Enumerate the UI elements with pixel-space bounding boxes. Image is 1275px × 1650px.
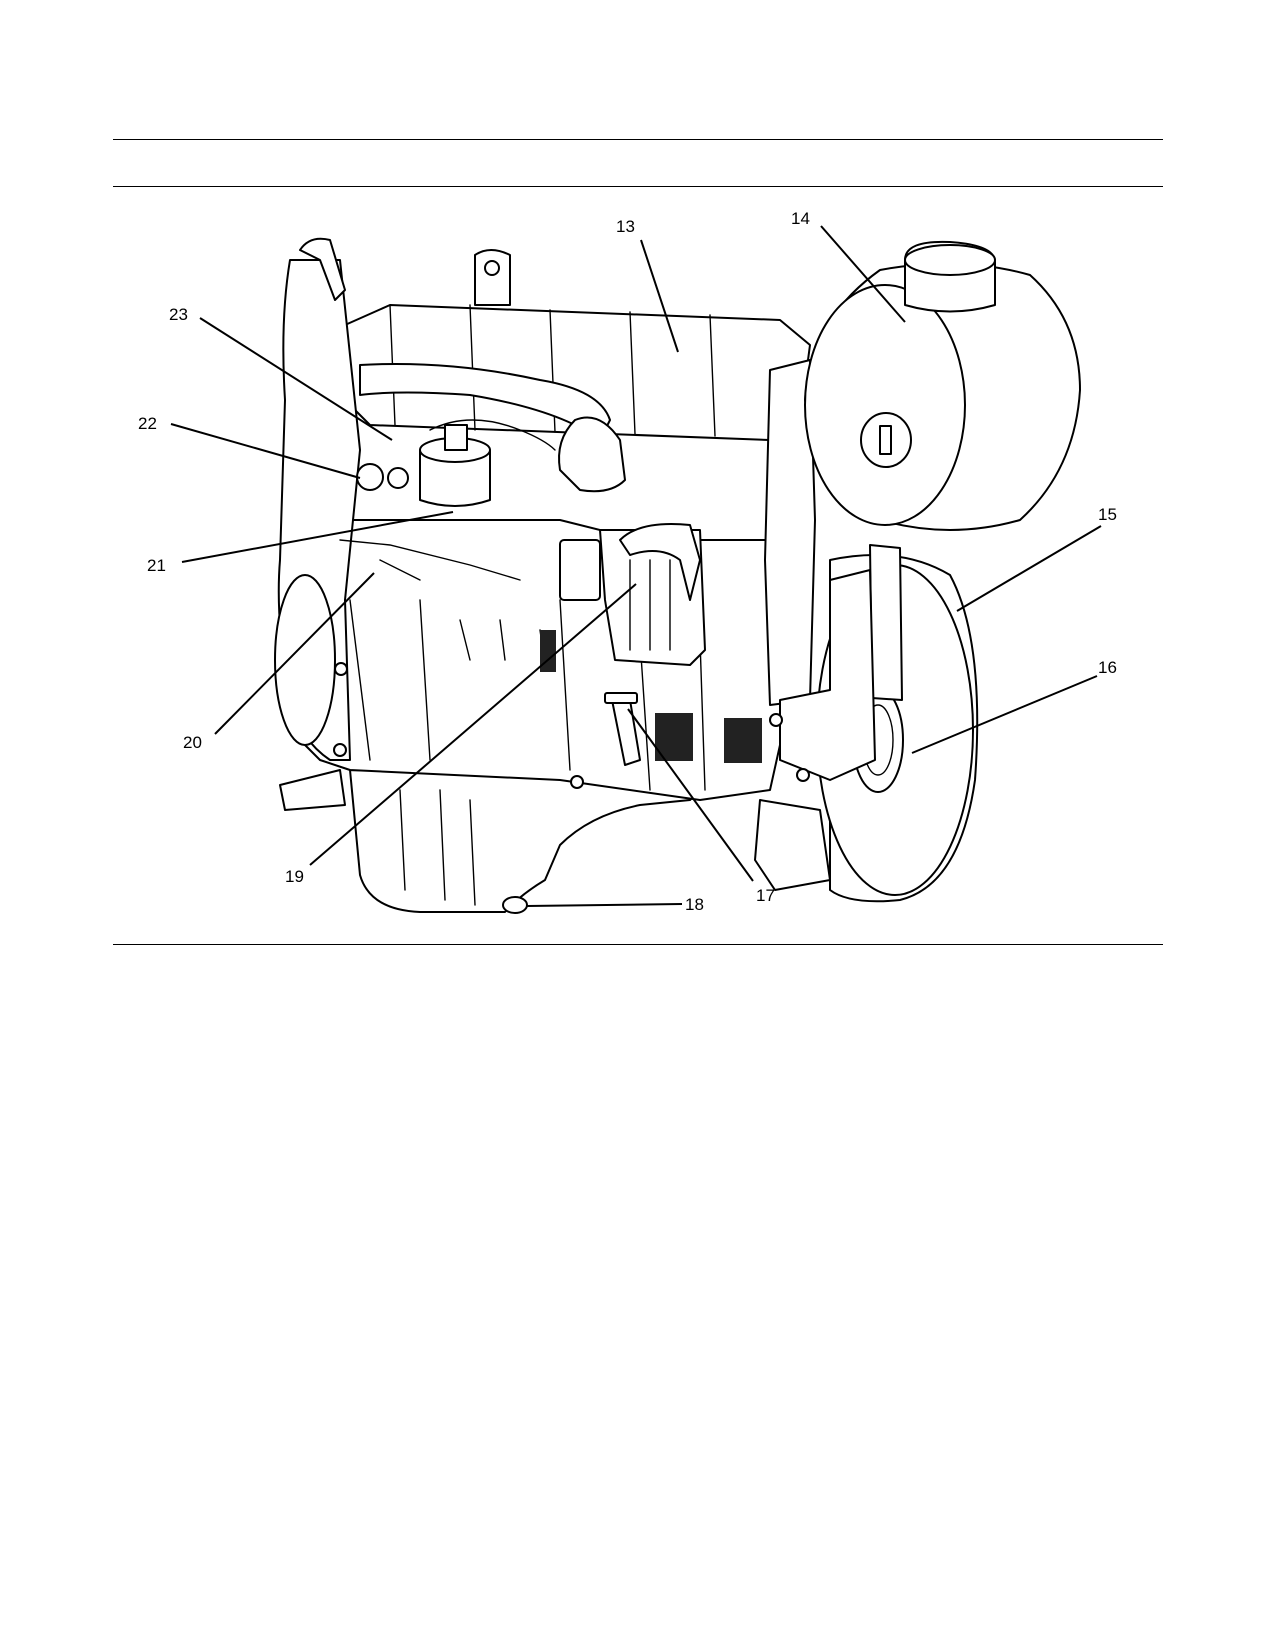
- leader-20: [214, 572, 375, 735]
- leader-17: [627, 708, 754, 882]
- leader-16: [911, 675, 1098, 754]
- header-bottom-rule: [113, 186, 1163, 187]
- drain-plug: [502, 896, 528, 914]
- harness-loop: [619, 523, 701, 601]
- callout-15: 15: [1098, 505, 1117, 524]
- leader-18: [526, 903, 683, 907]
- engine-illustration: [274, 237, 1081, 914]
- front-pulley: [274, 574, 336, 746]
- oil-pan: [349, 769, 701, 913]
- lifting-eye-front: [474, 249, 511, 306]
- leader-21: [181, 511, 454, 563]
- tube-to-flywheel: [869, 544, 903, 701]
- leader-14: [820, 225, 906, 323]
- callout-labels: 13 14 15 16 17 18 19 20 21 22 23: [138, 209, 1117, 914]
- front-foot: [279, 769, 346, 811]
- leader-13: [640, 239, 679, 353]
- fuel-filter: [419, 449, 491, 507]
- callout-18: 18: [685, 895, 704, 914]
- leader-22: [170, 423, 361, 479]
- callout-22: 22: [138, 414, 157, 433]
- header-top-rule: [113, 139, 1163, 140]
- air-cleaner-cover: [804, 284, 966, 526]
- leader-19: [309, 583, 637, 866]
- fuel-filter-grille: [540, 630, 556, 672]
- turbo-elbow: [558, 416, 626, 493]
- callout-20: 20: [183, 733, 202, 752]
- vent-grille-right: [724, 718, 762, 763]
- figure-bottom-rule: [113, 944, 1163, 945]
- leader-23: [199, 317, 393, 441]
- callout-13: 13: [616, 217, 635, 236]
- callout-16: 16: [1098, 658, 1117, 677]
- callout-23: 23: [169, 305, 188, 324]
- leader-15: [956, 525, 1102, 612]
- callout-19: 19: [285, 867, 304, 886]
- callout-21: 21: [147, 556, 166, 575]
- front-pipe: [299, 237, 346, 301]
- sensor-module: [559, 539, 601, 601]
- callout-17: 17: [756, 886, 775, 905]
- ecm: [599, 529, 706, 666]
- mount-foot: [754, 799, 831, 891]
- vent-grille-left: [655, 713, 693, 761]
- leader-lines: [170, 225, 1102, 907]
- callout-14: 14: [791, 209, 810, 228]
